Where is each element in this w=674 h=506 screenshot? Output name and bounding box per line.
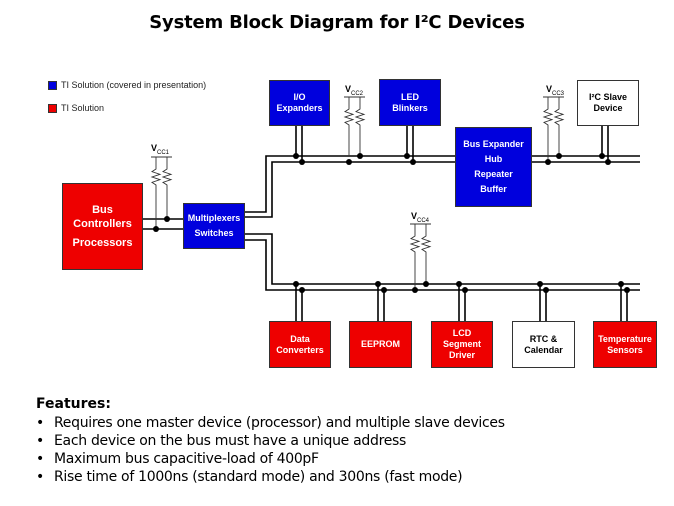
vcc4-label: VCC4 [411, 211, 430, 224]
junction-dot [357, 153, 363, 159]
block-eeprom: EEPROM [349, 321, 412, 368]
features-heading: Features: [36, 396, 111, 412]
pullup-vcc3-resistor-b [553, 97, 565, 156]
pullup-vcc2-resistor-b [354, 97, 366, 156]
page-title: System Block Diagram for I²C Devices [149, 12, 525, 33]
pullup-vcc2-resistor-a [343, 97, 355, 156]
legend-swatch-blue [48, 80, 57, 90]
bullet-icon: • [36, 469, 44, 485]
legend-label: TI Solution [61, 103, 105, 113]
block-label: I²C Slave [588, 92, 628, 102]
legend-swatch-red [48, 103, 57, 113]
junction-dot [462, 287, 468, 293]
block-label: Device [593, 103, 623, 113]
junction-dot [537, 281, 543, 287]
block-temp-sensors: Temperature Sensors [593, 321, 657, 368]
block-i2c-slave: I²C Slave Device [577, 80, 639, 126]
feature-item: • Requires one master device (processor) … [36, 414, 505, 432]
features-list: • Requires one master device (processor) … [36, 414, 505, 486]
feature-text: Rise time of 1000ns (standard mode) and … [54, 469, 463, 485]
block-label: Hub [484, 154, 503, 164]
block-label: EEPROM [360, 339, 400, 349]
block-label: Processors [72, 237, 133, 249]
bullet-icon: • [36, 415, 44, 431]
upper-bus-sda [245, 155, 640, 213]
junction-dot [404, 153, 410, 159]
junction-dot [375, 281, 381, 287]
legend-label: TI Solution (covered in presentation) [61, 80, 207, 90]
junction-dot [164, 216, 170, 222]
junction-dot [293, 281, 299, 287]
block-label: LCD [452, 328, 472, 338]
junction-dot [556, 153, 562, 159]
junction-dot [599, 153, 605, 159]
bus-wiring [143, 96, 640, 321]
block-bus-controllers: Bus Controllers Processors [62, 183, 143, 270]
junction-dot [412, 287, 418, 293]
block-label: Segment [442, 339, 481, 349]
pullup-vcc1-resistor-b [161, 157, 173, 219]
block-label: Calendar [524, 344, 563, 355]
junction-dot [410, 159, 416, 165]
features-section: Features: • Requires one master device (p… [36, 396, 505, 486]
block-label: I/O [293, 92, 306, 102]
junction-dot [605, 159, 611, 165]
feature-text: Maximum bus capacitive-load of 400pF [54, 451, 319, 467]
feature-item: • Rise time of 1000ns (standard mode) and… [36, 468, 505, 486]
block-label: Switches [194, 228, 234, 238]
junction-dot [299, 287, 305, 293]
junction-dot [545, 159, 551, 165]
block-label: LED [401, 91, 419, 102]
block-bus-expander: Bus Expander Hub Repeater Buffer [455, 127, 532, 207]
block-led-blinkers: LED Blinkers [379, 79, 441, 126]
bullet-icon: • [36, 433, 44, 449]
block-label: Blinkers [392, 102, 428, 113]
legend-item-red: TI Solution [48, 103, 104, 113]
block-label: Data [290, 333, 310, 344]
bullet-icon: • [36, 451, 44, 467]
pullup-vcc4-resistor-a [409, 224, 421, 290]
vcc2-label: VCC2 [345, 84, 364, 97]
junction-dot [624, 287, 630, 293]
block-rtc: RTC & Calendar [512, 321, 575, 368]
junction-dot [299, 159, 305, 165]
feature-item: • Each device on the bus must have a uniq… [36, 432, 505, 450]
block-label: Multiplexers [187, 213, 241, 223]
feature-item: • Maximum bus capacitive-load of 400pF [36, 450, 505, 468]
block-multiplexers: Multiplexers Switches [183, 203, 245, 249]
upper-bus-scl [245, 161, 640, 218]
junction-dot [346, 159, 352, 165]
feature-text: Requires one master device (processor) a… [54, 415, 505, 431]
vcc1-label: VCC1 [151, 143, 170, 156]
junction-dot [543, 287, 549, 293]
block-label: Sensors [607, 344, 643, 355]
feature-text: Each device on the bus must have a uniqu… [54, 433, 407, 449]
junction-dot [381, 287, 387, 293]
junction-dot [456, 281, 462, 287]
block-label: Controllers [73, 218, 132, 230]
block-label: Temperature [598, 333, 652, 344]
legend-item-blue: TI Solution (covered in presentation) [48, 80, 206, 90]
block-label: Repeater [474, 169, 513, 179]
junction-dot [293, 153, 299, 159]
pullup-vcc3-resistor-a [542, 97, 554, 162]
block-label: Bus [92, 204, 113, 216]
pullup-vcc1-resistor-a [150, 157, 162, 229]
block-label: Buffer [480, 184, 507, 194]
vcc3-label: VCC3 [546, 84, 565, 97]
lower-bus-scl [245, 239, 640, 291]
junction-dot [423, 281, 429, 287]
block-io-expanders: I/O Expanders [269, 80, 330, 126]
block-lcd-driver: LCD Segment Driver [431, 321, 493, 368]
block-label: Driver [448, 350, 475, 360]
junction-dot [153, 226, 159, 232]
block-data-converters: Data Converters [269, 321, 331, 368]
block-label: Converters [276, 344, 324, 355]
junction-dot [618, 281, 624, 287]
lower-bus-sda [245, 233, 640, 285]
block-label: RTC & [529, 333, 558, 344]
block-label: Expanders [276, 103, 323, 113]
block-label: Bus Expander [463, 139, 524, 149]
pullup-vcc4-resistor-b [420, 224, 432, 284]
